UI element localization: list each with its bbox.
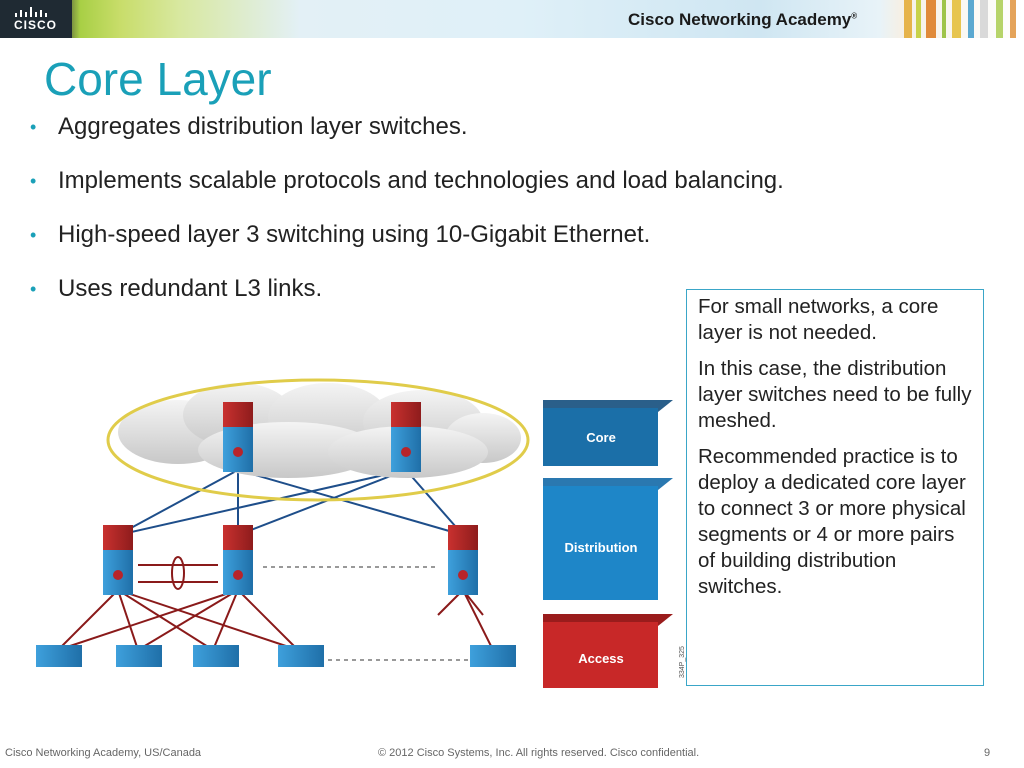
uplinks — [117, 469, 464, 536]
distribution-switch — [448, 525, 478, 595]
layer-distribution-block: Distribution — [543, 478, 673, 600]
header-banner: CISCO Cisco Networking Academy® — [0, 0, 1024, 38]
bullet-text: Uses redundant L3 links. — [58, 275, 323, 302]
bullet-item: • Aggregates distribution layer switches. — [30, 112, 784, 166]
bullet-icon: • — [30, 171, 37, 191]
bullet-icon: • — [30, 117, 37, 137]
access-links — [57, 564, 494, 651]
core-ellipse — [106, 378, 530, 502]
bullet-icon: • — [30, 225, 37, 245]
access-switch — [36, 645, 82, 667]
color-stripes-graphic — [904, 0, 1016, 38]
academy-mark: ® — [851, 11, 858, 21]
layer-core-block: Core — [543, 400, 673, 466]
cisco-logo: CISCO — [0, 0, 72, 38]
layer-distribution-label: Distribution — [565, 540, 638, 555]
bullet-item: • Uses redundant L3 links. — [30, 274, 784, 328]
layer-access-block: Access — [543, 614, 673, 688]
access-switch — [470, 645, 516, 667]
layer-access-label: Access — [578, 651, 624, 666]
layer-core-label: Core — [586, 430, 616, 445]
access-switch — [278, 645, 324, 667]
core-switch-right — [391, 402, 421, 472]
footer-left: Cisco Networking Academy, US/Canada — [5, 747, 202, 759]
core-layer-diagram: Core Distribution Access 334P_325 — [36, 378, 686, 688]
distribution-switch — [223, 525, 253, 595]
bullet-item: • Implements scalable protocols and techn… — [30, 166, 784, 220]
academy-name: Cisco Networking Academy — [628, 10, 852, 29]
academy-title: Cisco Networking Academy® — [628, 10, 857, 30]
cisco-wordmark: CISCO — [14, 18, 58, 32]
figure-id: 334P_325 — [679, 646, 686, 678]
note-paragraph: Recommended practice is to deploy a dedi… — [698, 445, 966, 598]
bullet-list: • Aggregates distribution layer switches.… — [30, 112, 784, 328]
bullet-text: High-speed layer 3 switching using 10-Gi… — [58, 221, 651, 248]
access-switch — [193, 645, 239, 667]
cisco-bars-icon — [15, 7, 47, 17]
note-paragraph: In this case, the distribution layer swi… — [698, 357, 972, 432]
bullet-text: Implements scalable protocols and techno… — [58, 167, 784, 194]
bullet-icon: • — [30, 279, 37, 299]
etherchannel-icon — [171, 556, 185, 590]
core-switch-left — [223, 402, 253, 472]
bullet-item: • High-speed layer 3 switching using 10-G… — [30, 220, 784, 274]
bullet-text: Aggregates distribution layer switches. — [58, 113, 468, 140]
footer-center: © 2012 Cisco Systems, Inc. All rights re… — [378, 747, 700, 759]
access-switch — [116, 645, 162, 667]
note-box: For small networks, a core layer is not … — [686, 289, 984, 686]
dotted-links — [263, 566, 468, 661]
note-paragraph: For small networks, a core layer is not … — [698, 295, 939, 344]
slide-title: Core Layer — [44, 53, 272, 105]
distribution-switch — [103, 525, 133, 595]
page-number: 9 — [984, 747, 991, 759]
